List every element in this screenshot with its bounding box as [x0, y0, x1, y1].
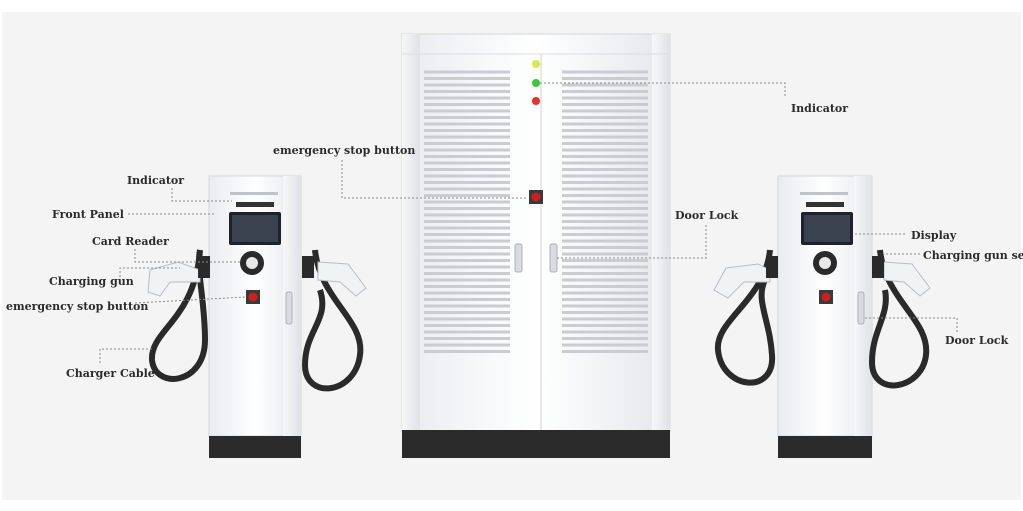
right-charger-cable-b — [868, 249, 930, 389]
label-indicator-left: Indicator — [127, 174, 185, 187]
label-emergency-stop-center: emergency stop button — [273, 144, 416, 157]
leader-emergency-stop-left — [134, 296, 247, 304]
leader-door-lock-center — [557, 225, 707, 259]
right-charger-cable-a — [714, 249, 776, 386]
left-charging-gun-a — [147, 261, 201, 297]
label-charging-gun: Charging gun — [49, 275, 134, 288]
left-charger-cable-b — [301, 249, 364, 392]
left-emergency-stop-button — [248, 292, 258, 302]
right-front-panel-slot — [806, 202, 844, 207]
right-dispenser — [713, 175, 931, 458]
indicator-red-light — [532, 97, 540, 105]
cabinet-emergency-stop-button — [531, 192, 541, 202]
label-front-panel: Front Panel — [52, 208, 124, 221]
left-display-content — [232, 215, 278, 242]
leader-card-reader — [134, 249, 240, 263]
indicator-yellow-light — [532, 60, 540, 68]
leader-indicator-left — [171, 188, 232, 202]
leader-emergency-stop-center — [341, 160, 528, 199]
power-cabinet — [401, 33, 671, 458]
cabinet-base — [402, 430, 670, 458]
label-charging-gun-seat: Charging gun seat — [923, 249, 1023, 262]
left-dispenser — [147, 175, 367, 458]
right-emergency-stop-button — [821, 292, 831, 302]
label-door-lock-center: Door Lock — [675, 209, 739, 222]
label-display: Display — [911, 229, 957, 242]
right-gun-seat-a — [766, 256, 778, 278]
left-door-lock — [285, 291, 293, 325]
leader-charger-cable — [99, 348, 153, 363]
label-card-reader: Card Reader — [92, 235, 169, 248]
left-gun-seat-b — [302, 256, 314, 278]
cabinet-right-edge — [652, 34, 670, 432]
leader-door-lock-right — [864, 317, 958, 332]
label-charger-cable: Charger Cable — [66, 367, 155, 380]
left-front-panel-slot — [236, 202, 274, 207]
leader-lines — [99, 82, 958, 363]
left-vent-slats — [424, 70, 510, 353]
right-gun-seat-b — [872, 256, 884, 278]
label-indicator-center: Indicator — [791, 102, 849, 115]
left-charging-gun-b — [317, 261, 367, 297]
cabinet-door-lock — [549, 243, 558, 273]
right-door-lock — [857, 291, 865, 325]
right-vent-slats — [562, 70, 648, 353]
left-gun-seat-a — [198, 256, 210, 278]
indicator-green-light — [532, 79, 540, 87]
right-indicator-strip — [800, 192, 848, 195]
leader-indicator-center — [540, 82, 786, 98]
left-indicator-strip — [230, 192, 278, 195]
left-charger-cable-a — [148, 249, 209, 382]
right-card-reader-face — [819, 257, 831, 269]
label-emergency-stop-left: emergency stop button — [6, 300, 149, 313]
left-dispenser-base — [209, 436, 301, 458]
left-card-reader-face — [246, 257, 258, 269]
cabinet-left-edge — [402, 34, 420, 432]
right-dispenser-base — [778, 436, 872, 458]
leader-charging-gun — [119, 267, 180, 277]
cabinet-handle-left — [514, 243, 523, 273]
label-door-lock-right: Door Lock — [945, 334, 1009, 347]
right-display-content — [804, 215, 850, 242]
right-charging-gun-b — [883, 261, 931, 297]
